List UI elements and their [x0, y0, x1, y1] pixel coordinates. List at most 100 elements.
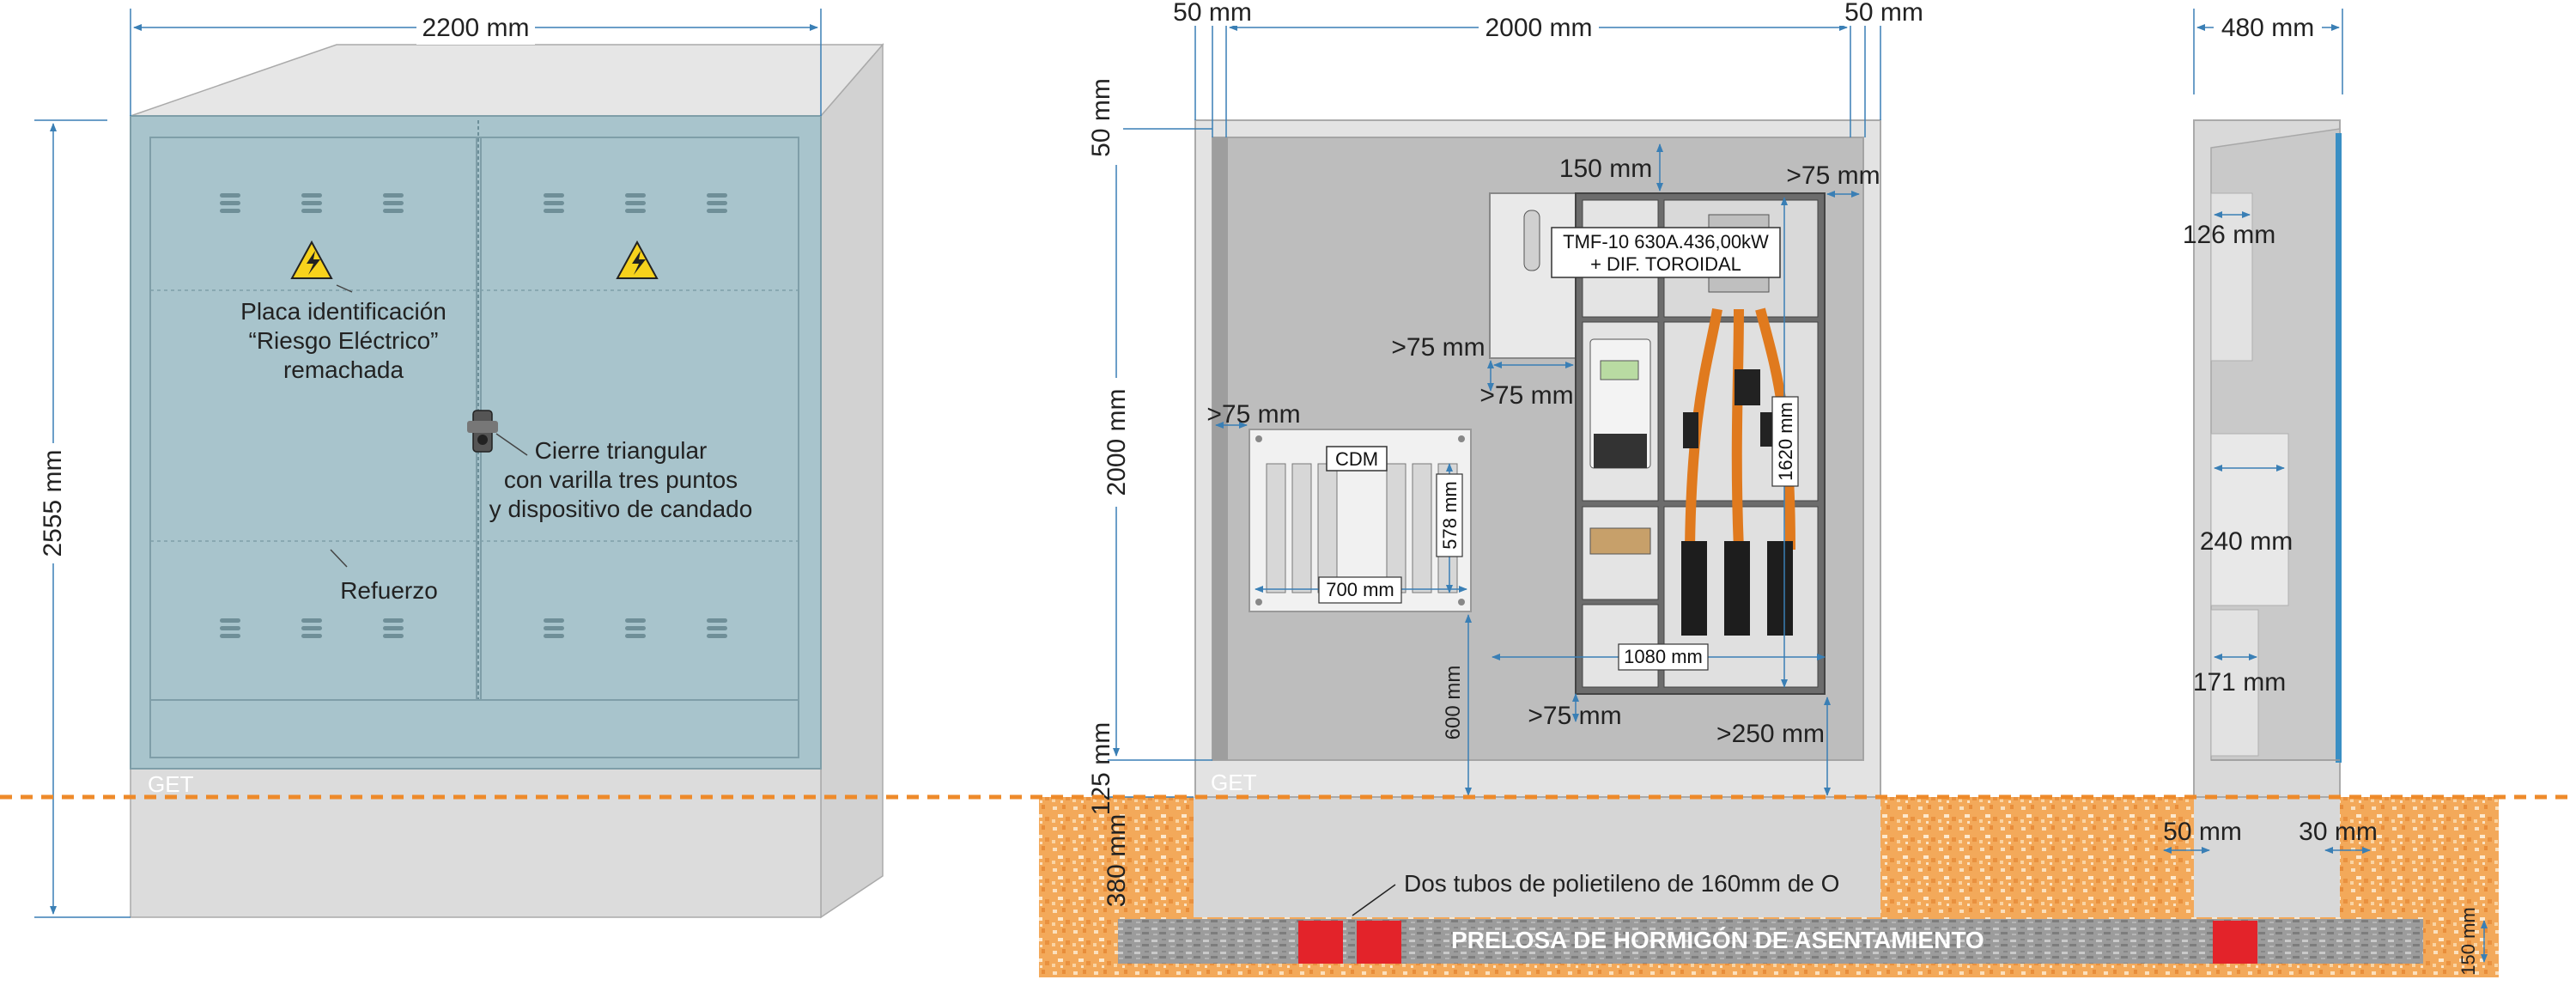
plate-label-line3: remachada [283, 356, 404, 383]
interior-left-dim-50: 50 mm [1087, 78, 1115, 157]
vent-slot-icon [301, 626, 322, 630]
vent-slot-icon [707, 626, 727, 630]
interior-view: CDM [1087, 0, 2257, 964]
vent-slot-icon [220, 209, 240, 213]
door-frame [149, 137, 799, 758]
cdm-plate: CDM [1249, 429, 1472, 612]
side-foundation [2194, 797, 2340, 917]
plate-label-line2: “Riesgo Eléctrico” [249, 327, 439, 354]
tube-2 [1357, 921, 1401, 964]
side-width-text-bg [2214, 10, 2322, 45]
cable-mid [1731, 308, 1744, 551]
interior-left-text-bg-1 [1089, 70, 1123, 165]
interior-foundation [1194, 797, 1880, 917]
clamp-3 [1760, 412, 1772, 447]
vent-slot-icon [301, 618, 322, 623]
dim-150: 150 mm [1559, 155, 1652, 183]
meter-display [1600, 360, 1639, 380]
plate-label-line1: Placa identificación [240, 298, 447, 325]
lock-label-line3: y dispositivo de candado [489, 496, 753, 522]
vent-slot-icon [544, 618, 564, 623]
fuse-base-2 [1724, 541, 1750, 636]
dim-1080-box [1618, 643, 1709, 671]
vent-slot-icon [625, 634, 646, 638]
vent-slot-icon [383, 201, 404, 205]
cable-left [1685, 308, 1722, 551]
meter-base-dark [1594, 434, 1647, 468]
interior-left-dim-380: 380 mm [1103, 814, 1131, 907]
dim-1080: 1080 mm [1624, 646, 1703, 667]
tmf-label-line1: TMF-10 630A.436,00kW [1563, 231, 1769, 253]
fuse-base-3 [1767, 541, 1793, 636]
dim-600: 600 mm [1442, 666, 1465, 740]
vent-slot-icon [383, 193, 404, 198]
vent-slot-icon [707, 201, 727, 205]
interior-left-shadow [1212, 137, 1228, 760]
warning-triangle-icon [616, 240, 659, 279]
vent-slot-icon [301, 634, 322, 638]
vent-slot-icon [220, 626, 240, 630]
tube-1 [1298, 921, 1343, 964]
vent-slot-icon [707, 634, 727, 638]
dim-1620-box [1771, 396, 1799, 487]
vent-slot-icon [544, 201, 564, 205]
front-width-text-bg [416, 10, 535, 45]
tmf-label-line2: + DIF. TOROIDAL [1590, 253, 1741, 275]
vent-slot-icon [383, 618, 404, 623]
side-view: 480 mm 126 mm 240 mm 171 mm 50 mm 30 mm … [2163, 9, 2488, 976]
lock-label-line1: Cierre triangular [535, 437, 708, 464]
lock-icon [467, 410, 498, 453]
side-block-3 [2210, 609, 2259, 757]
interior-top-text-bg [1479, 10, 1599, 45]
dim-gt75-bottom: >75 mm [1528, 702, 1621, 730]
side-dim-30: 30 mm [2299, 818, 2378, 846]
vent-slot-icon [707, 193, 727, 198]
vent-slot-icon [707, 209, 727, 213]
interior-get-label: GET [1211, 770, 1257, 795]
side-dim-126: 126 mm [2183, 221, 2275, 249]
side-dim-50: 50 mm [2163, 818, 2242, 846]
front-height-text-bg [36, 443, 70, 563]
cabinet-base [130, 768, 822, 918]
cdm-label-box [1326, 446, 1388, 472]
vent-slot-icon [625, 193, 646, 198]
front-width-dim: 2200 mm [422, 14, 529, 42]
reinforce-label: Refuerzo [340, 577, 438, 604]
front-view: Placa identificación “Riesgo Eléctrico” … [34, 9, 884, 919]
interior-left-text-bg-2 [1099, 378, 1133, 507]
slab-side [2233, 919, 2421, 964]
vent-slot-icon [625, 201, 646, 205]
vent-slot-icon [625, 209, 646, 213]
dim-700: 700 mm [1326, 579, 1394, 600]
fuse-group-left [1266, 463, 1338, 593]
side-block-1 [2210, 192, 2253, 362]
fuse-base-1 [1681, 541, 1707, 636]
cabinet-top [130, 44, 884, 117]
dim-700-box [1318, 576, 1402, 604]
door-left [149, 137, 477, 701]
cable-right [1755, 307, 1795, 551]
vent-slot-icon [220, 618, 240, 623]
slab-label: PRELOSA DE HORMIGÓN DE ASENTAMIENTO [1451, 927, 1984, 953]
vent-slot-icon [544, 626, 564, 630]
vent-slots [220, 193, 727, 638]
warning-triangle-icon [290, 240, 333, 279]
reinforce-leader [330, 549, 348, 568]
interior-left-dim-125: 125 mm [1087, 722, 1115, 815]
side-dim-171: 171 mm [2193, 668, 2286, 697]
vent-slot-icon [625, 618, 646, 623]
side-dim-240: 240 mm [2200, 527, 2293, 556]
vent-slot-icon [544, 193, 564, 198]
interior-top-dim-right: 50 mm [1844, 0, 1923, 27]
tmf-label-box [1551, 227, 1781, 278]
interior-left-dim-2000: 2000 mm [1103, 388, 1131, 496]
interior-top-dim-left: 50 mm [1173, 0, 1252, 27]
vent-slot-icon [383, 209, 404, 213]
vent-slot-icon [301, 193, 322, 198]
front-height-dim: 2555 mm [39, 449, 67, 557]
dim-578-box [1436, 473, 1463, 557]
tubes-leader [1352, 884, 1396, 916]
dim-gt75-cdm: >75 mm [1206, 400, 1300, 429]
